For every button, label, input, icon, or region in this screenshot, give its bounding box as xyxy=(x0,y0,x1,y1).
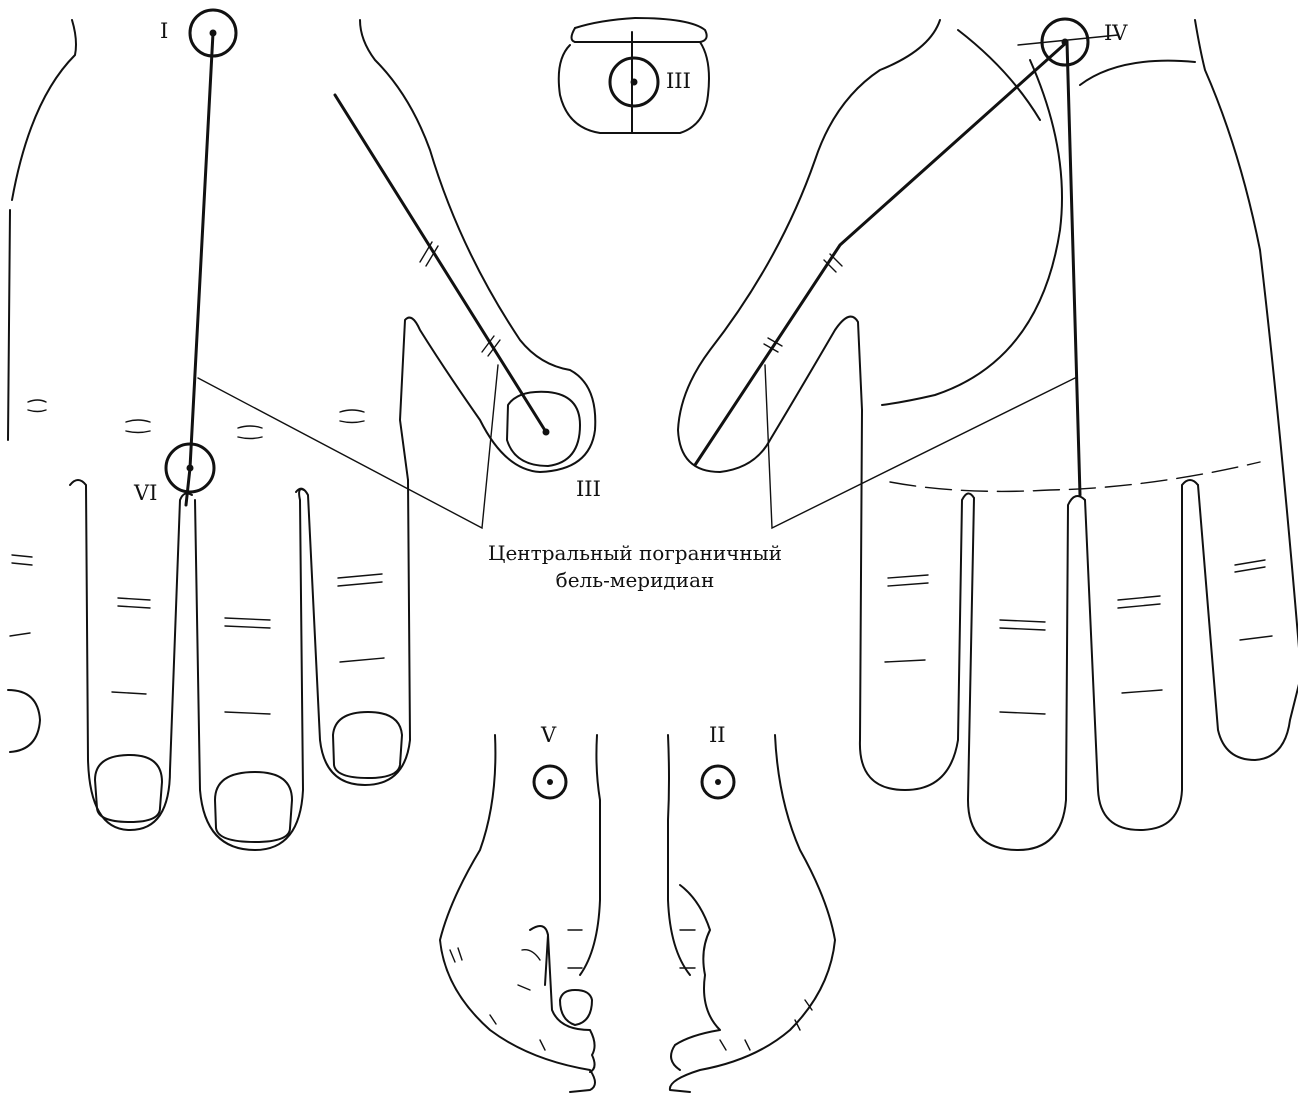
label-point-5: V xyxy=(540,723,557,747)
point-3-nail-marker xyxy=(610,58,658,106)
bottom-right-fist xyxy=(668,735,835,1092)
left-hand xyxy=(8,20,595,850)
meridian-lines xyxy=(186,33,1118,505)
point-5-marker xyxy=(534,766,566,798)
caption-pointer-lines xyxy=(198,365,1075,528)
label-point-3-tip: III xyxy=(576,477,601,501)
label-point-3-nail: III xyxy=(666,69,691,93)
label-point-2: II xyxy=(709,723,726,747)
right-hand xyxy=(678,20,1298,850)
caption-line-2: бель-меридиан xyxy=(556,568,715,592)
bottom-left-fist xyxy=(440,735,600,1092)
caption-line-1: Центральный пограничный xyxy=(488,541,782,565)
label-point-1: I xyxy=(160,19,168,43)
label-point-6: VI xyxy=(133,481,157,505)
point-3-tip-marker xyxy=(543,429,550,436)
label-point-4: IV xyxy=(1104,21,1128,45)
point-2-marker xyxy=(702,766,734,798)
